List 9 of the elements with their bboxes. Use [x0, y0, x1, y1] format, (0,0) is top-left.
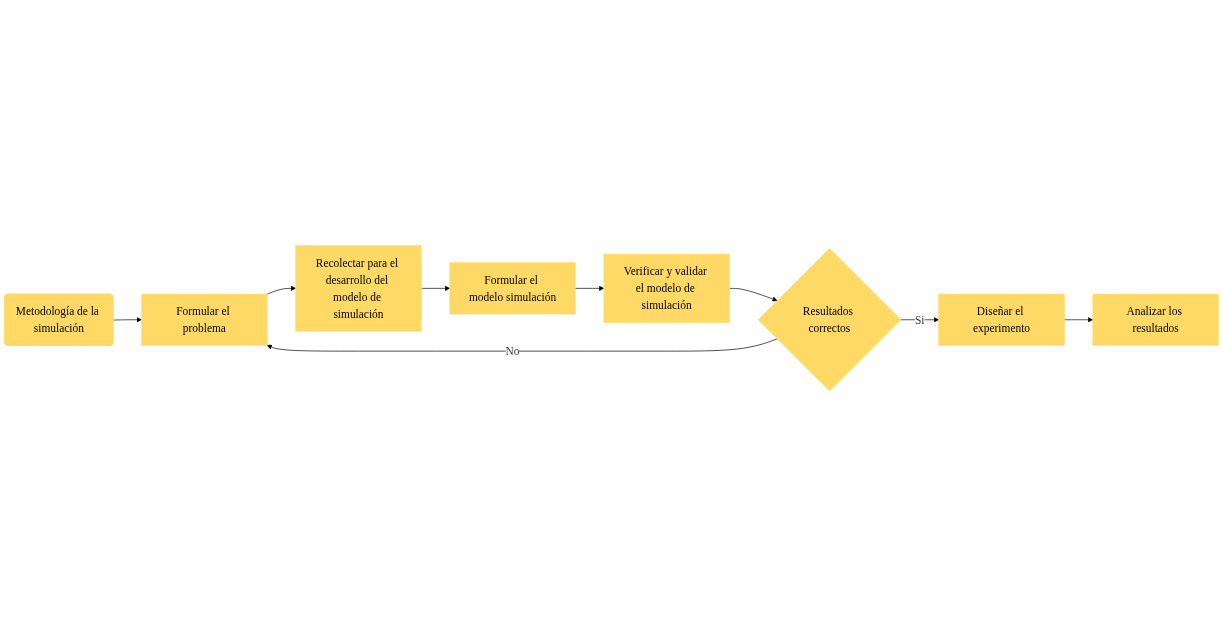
node-box: Formular el modelo simulación	[449, 262, 576, 314]
node-box: Recolectar para el desarrollo del modelo de simulación	[295, 244, 422, 332]
node-box: Formular el problema	[141, 293, 268, 346]
node-box: Analizar los resultados	[1092, 293, 1219, 346]
node-box: Diseñar el experimento	[938, 293, 1065, 346]
edge-label: No	[505, 344, 520, 358]
edge-label: Si	[914, 313, 925, 326]
node-box: Verificar y validar el modelo de simulación	[603, 253, 730, 323]
node-diamond: Resultados correctos	[758, 247, 902, 392]
